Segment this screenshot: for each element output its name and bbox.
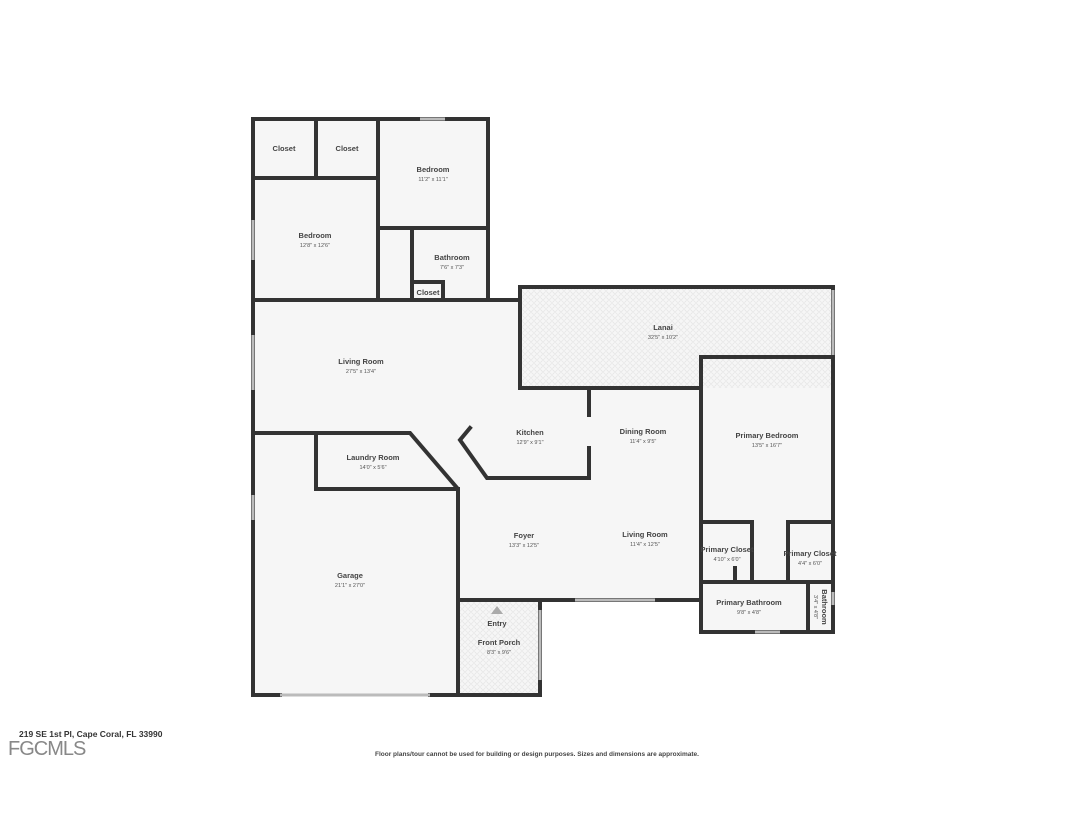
svg-text:Primary Bathroom: Primary Bathroom bbox=[716, 598, 782, 607]
room-bedroom-1: Bedroom 11'2" x 11'1" bbox=[417, 165, 450, 183]
svg-text:12'9" x 9'1": 12'9" x 9'1" bbox=[516, 440, 543, 446]
svg-text:Bathroom: Bathroom bbox=[434, 253, 470, 262]
svg-text:Closet: Closet bbox=[273, 144, 296, 153]
room-front-porch: Front Porch 8'3" x 9'6" bbox=[478, 638, 521, 656]
mls-logo: FGCMLS bbox=[8, 738, 86, 760]
property-address: 219 SE 1st Pl, Cape Coral, FL 33990 bbox=[19, 729, 163, 739]
room-primary-closet-2: Primary Closet 4'4" x 6'0" bbox=[784, 549, 837, 567]
room-closet-3: Closet bbox=[417, 288, 440, 297]
windows bbox=[251, 117, 835, 697]
svg-text:21'1" x 27'0": 21'1" x 27'0" bbox=[335, 583, 365, 589]
room-labels: Closet Closet Bedroom 11'2" x 11'1" Bedro… bbox=[273, 144, 837, 656]
svg-text:13'5" x 16'7": 13'5" x 16'7" bbox=[752, 443, 782, 449]
svg-text:4'4" x 6'0": 4'4" x 6'0" bbox=[798, 561, 822, 567]
svg-text:Closet: Closet bbox=[417, 288, 440, 297]
svg-text:11'2" x 11'1": 11'2" x 11'1" bbox=[418, 177, 447, 183]
svg-text:Bedroom: Bedroom bbox=[417, 165, 450, 174]
room-living-room-1: Living Room 27'5" x 13'4" bbox=[338, 357, 384, 375]
svg-text:Primary Closet: Primary Closet bbox=[784, 549, 837, 558]
room-closet-2: Closet bbox=[336, 144, 359, 153]
svg-text:Dining Room: Dining Room bbox=[620, 427, 667, 436]
svg-text:32'5" x 10'2": 32'5" x 10'2" bbox=[648, 335, 678, 341]
svg-text:Living Room: Living Room bbox=[338, 357, 384, 366]
svg-text:8'3" x 9'6": 8'3" x 9'6" bbox=[487, 650, 511, 656]
svg-text:Garage: Garage bbox=[337, 571, 363, 580]
svg-text:Primary Bedroom: Primary Bedroom bbox=[736, 431, 799, 440]
svg-text:27'5" x 13'4": 27'5" x 13'4" bbox=[346, 369, 376, 375]
svg-text:Laundry Room: Laundry Room bbox=[347, 453, 400, 462]
svg-text:9'8" x 4'8": 9'8" x 4'8" bbox=[737, 610, 761, 616]
floor-fill bbox=[253, 119, 833, 695]
room-bedroom-2: Bedroom 12'8" x 12'6" bbox=[299, 231, 332, 249]
entry-label: Entry bbox=[487, 619, 507, 628]
room-foyer: Foyer 13'3" x 12'5" bbox=[509, 531, 539, 549]
svg-text:11'4" x 9'5": 11'4" x 9'5" bbox=[630, 439, 657, 445]
entry-arrow-icon bbox=[491, 606, 503, 614]
lanai-tile bbox=[520, 287, 833, 388]
room-dining-room: Dining Room 11'4" x 9'5" bbox=[620, 427, 667, 445]
svg-text:Lanai: Lanai bbox=[653, 323, 673, 332]
porch-tile bbox=[460, 600, 540, 695]
svg-text:12'8" x 12'6": 12'8" x 12'6" bbox=[300, 243, 330, 249]
room-garage: Garage 21'1" x 27'0" bbox=[335, 571, 365, 589]
room-bathroom: Bathroom 7'6" x 7'3" bbox=[434, 253, 470, 271]
svg-text:Primary Closet: Primary Closet bbox=[701, 545, 754, 554]
svg-text:4'10" x 6'0": 4'10" x 6'0" bbox=[713, 557, 740, 563]
room-kitchen: Kitchen 12'9" x 9'1" bbox=[516, 428, 544, 446]
room-primary-bathroom: Primary Bathroom 9'8" x 4'8" bbox=[716, 598, 782, 616]
svg-text:3'4" x 4'8": 3'4" x 4'8" bbox=[812, 595, 818, 619]
svg-text:13'3" x 12'5": 13'3" x 12'5" bbox=[509, 543, 539, 549]
svg-text:Foyer: Foyer bbox=[514, 531, 535, 540]
disclaimer: Floor plans/tour cannot be used for buil… bbox=[375, 751, 699, 758]
svg-text:Living Room: Living Room bbox=[622, 530, 668, 539]
svg-text:Closet: Closet bbox=[336, 144, 359, 153]
room-lanai: Lanai 32'5" x 10'2" bbox=[648, 323, 678, 341]
svg-text:Bedroom: Bedroom bbox=[299, 231, 332, 240]
room-primary-closet-1: Primary Closet 4'10" x 6'0" bbox=[701, 545, 754, 563]
room-living-room-2: Living Room 11'4" x 12'5" bbox=[622, 530, 668, 548]
room-closet-1: Closet bbox=[273, 144, 296, 153]
svg-text:14'0" x 5'6": 14'0" x 5'6" bbox=[359, 465, 386, 471]
svg-text:Kitchen: Kitchen bbox=[516, 428, 544, 437]
svg-text:7'6" x 7'3": 7'6" x 7'3" bbox=[440, 265, 464, 271]
svg-text:11'4" x 12'5": 11'4" x 12'5" bbox=[630, 542, 660, 548]
svg-text:Bathroom: Bathroom bbox=[820, 589, 829, 625]
svg-text:Front Porch: Front Porch bbox=[478, 638, 521, 647]
room-primary-bedroom: Primary Bedroom 13'5" x 16'7" bbox=[736, 431, 799, 449]
room-laundry: Laundry Room 14'0" x 5'6" bbox=[347, 453, 400, 471]
